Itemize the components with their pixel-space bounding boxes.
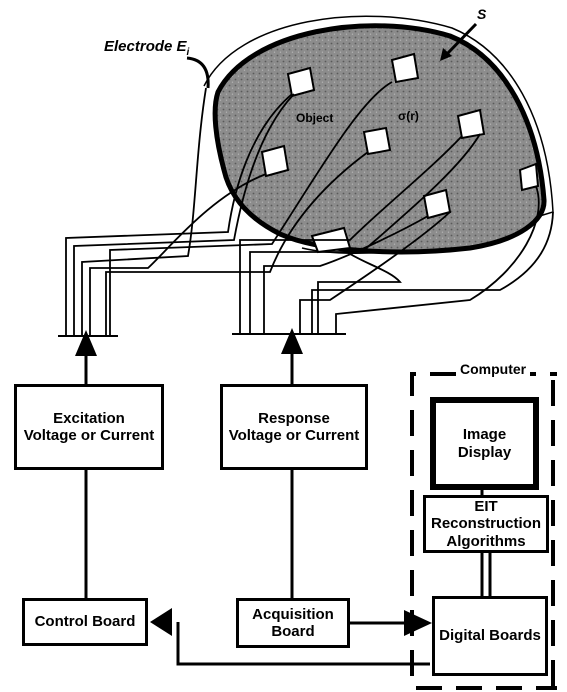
electrode-pointer xyxy=(186,56,210,89)
electrode-subscript: i xyxy=(186,47,190,58)
eit-line2: Reconstruction xyxy=(430,515,541,533)
electrode-pad xyxy=(362,126,392,156)
object-label: Object xyxy=(296,111,334,125)
excitation-up-arrow xyxy=(75,330,97,356)
electrode-pad xyxy=(456,108,486,140)
acquisition-board-block: Acquisition Board xyxy=(236,598,350,648)
digital-boards-label: Digital Boards xyxy=(439,627,541,645)
acquisition-line2: Board xyxy=(271,623,315,640)
electrode-pad xyxy=(518,162,540,192)
digital-to-control-line xyxy=(176,622,430,666)
image-display-line2: Display xyxy=(457,443,512,461)
response-block: Response Voltage or Current xyxy=(220,384,368,470)
electrodes xyxy=(260,52,540,254)
excitation-block: Excitation Voltage or Current xyxy=(14,384,164,470)
acquisition-line1: Acquisition xyxy=(252,605,334,623)
electrode-label-text: Electrode E xyxy=(104,38,187,55)
eit-line1: EIT xyxy=(474,498,498,516)
control-board-block: Control Board xyxy=(22,598,148,646)
excitation-line1: Excitation xyxy=(53,409,125,427)
acquisition-to-digital-arrow xyxy=(404,610,432,636)
electrode-pad xyxy=(260,144,290,178)
computer-boundary xyxy=(410,372,557,676)
conductivity-label: σ(r) xyxy=(398,109,419,123)
electrode-wires xyxy=(65,81,554,336)
control-board-label: Control Board xyxy=(34,613,136,631)
control-input-arrow xyxy=(150,608,172,636)
surface-label: S xyxy=(477,6,487,22)
eit-line3: Algorithms xyxy=(446,532,526,550)
excitation-line2: Voltage or Current xyxy=(23,427,155,444)
electrode-label: Electrode Ei xyxy=(104,38,189,59)
response-line2: Voltage or Current xyxy=(228,427,360,444)
image-display-line1: Image xyxy=(462,426,507,444)
digital-boards-block: Digital Boards xyxy=(432,596,548,676)
electrode-pad xyxy=(390,52,420,84)
response-line1: Response xyxy=(258,409,330,427)
response-up-arrow xyxy=(281,328,303,354)
electrode-pad xyxy=(286,66,316,98)
surface-arrow xyxy=(445,22,478,56)
image-display-block: Image Display xyxy=(430,397,539,490)
eit-reconstruction-block: EIT Reconstruction Algorithms xyxy=(423,495,549,553)
computer-label: Computer xyxy=(456,361,531,378)
